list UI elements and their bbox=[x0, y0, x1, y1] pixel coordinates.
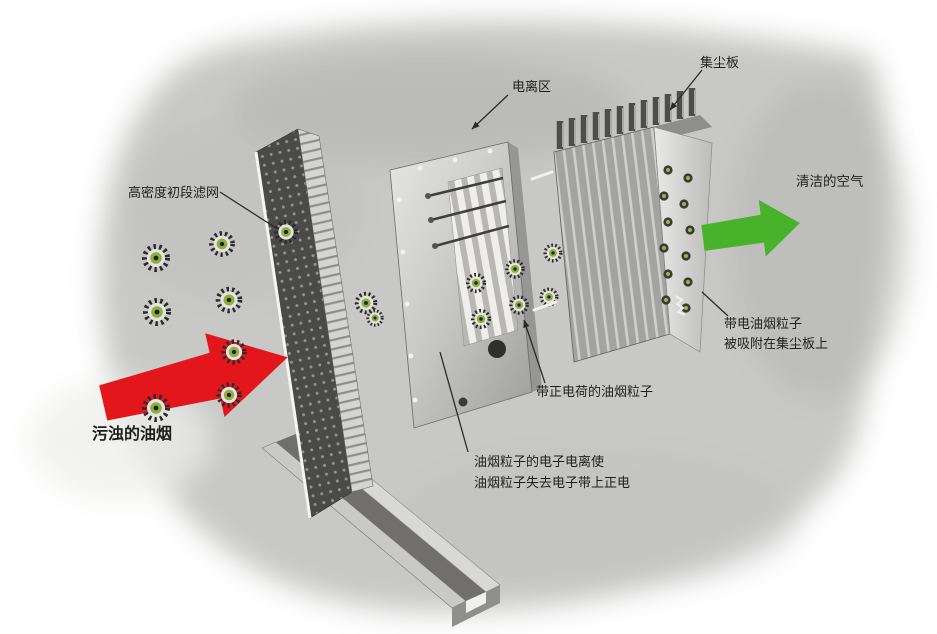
electrode-knob bbox=[425, 193, 431, 199]
collected-particle-dot bbox=[663, 165, 673, 175]
electrode-rods bbox=[427, 176, 510, 248]
collected-particle-dot bbox=[681, 251, 691, 261]
leader-line-filter bbox=[219, 191, 277, 229]
blob-shade bbox=[400, 450, 800, 590]
collected-particle-dot bbox=[659, 191, 669, 201]
mesh-pleats-strip bbox=[297, 128, 374, 493]
blob-highlight bbox=[30, 380, 210, 500]
ion-hole bbox=[458, 397, 468, 407]
ion-right-face bbox=[508, 142, 542, 392]
label-dirty-fume: 污浊的油烟 bbox=[92, 424, 172, 443]
blob-shade bbox=[730, 80, 910, 400]
ion-hole bbox=[488, 340, 506, 358]
leader-line-dust-plate bbox=[669, 69, 703, 111]
labels: 高密度初段滤网 电离区 集尘板 清洁的空气 污浊的油烟 带正电荷的油烟粒子 油烟… bbox=[92, 55, 864, 490]
collected-particle-dot bbox=[661, 295, 671, 305]
collected-particle-dot bbox=[683, 277, 693, 287]
electrode-rod bbox=[434, 224, 510, 248]
label-prefilter: 高密度初段滤网 bbox=[128, 185, 219, 200]
collected-particle-dot bbox=[659, 243, 669, 253]
leader-line-adsorbed bbox=[701, 291, 729, 317]
clean-air-arrow bbox=[701, 199, 800, 257]
collected-particle-dot bbox=[685, 225, 695, 235]
leader-line-ionization bbox=[471, 94, 509, 130]
collector-pin bbox=[532, 300, 558, 312]
label-adsorbed-1: 带电油烟粒子 bbox=[724, 316, 802, 331]
ion-screws bbox=[396, 148, 493, 403]
ionization-unit bbox=[389, 141, 542, 429]
label-clean-air: 清洁的空气 bbox=[796, 174, 864, 189]
collected-particle-dot bbox=[663, 269, 673, 279]
blob-shade bbox=[230, 55, 630, 165]
electrode-rod bbox=[430, 199, 507, 222]
label-ionization-note-2: 油烟粒子失去电子带上正电 bbox=[474, 475, 630, 490]
collected-particle-dot bbox=[679, 199, 689, 209]
label-charged-particle: 带正电荷的油烟粒子 bbox=[536, 384, 653, 399]
collected-particle-dot bbox=[663, 217, 673, 227]
leader-lines bbox=[219, 69, 729, 453]
label-adsorbed-2: 被吸附在集尘板上 bbox=[724, 336, 828, 351]
label-ionization-note-1: 油烟粒子的电子电离使 bbox=[474, 454, 604, 469]
dust-collector-unit bbox=[530, 88, 713, 363]
electrode-rod bbox=[427, 176, 504, 198]
mesh-edge-highlight bbox=[254, 151, 312, 519]
leader-line-note bbox=[439, 351, 469, 453]
pre-filter-panel bbox=[254, 128, 374, 519]
label-dust-plate: 集尘板 bbox=[700, 55, 739, 70]
collected-particle-dot bbox=[683, 173, 693, 183]
leader-line-charged bbox=[523, 319, 546, 384]
label-ionization-zone: 电离区 bbox=[512, 79, 551, 94]
collector-plate-face bbox=[553, 126, 671, 363]
collector-pin bbox=[530, 170, 554, 181]
electrode-knob bbox=[432, 243, 438, 249]
collector-fins bbox=[556, 88, 696, 149]
electrode-knob bbox=[428, 217, 434, 223]
collector-spring bbox=[675, 295, 686, 316]
collector-dots-face bbox=[653, 126, 713, 353]
